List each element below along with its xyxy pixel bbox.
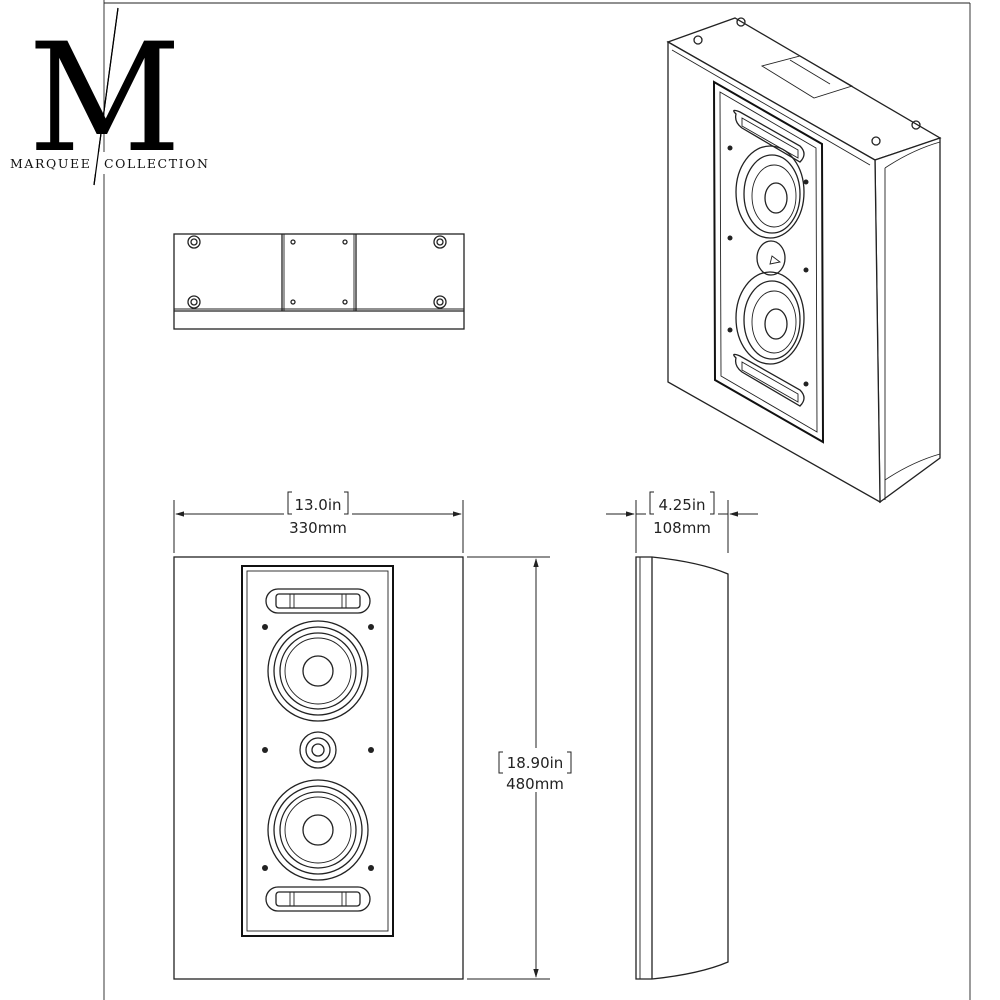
screw-icon <box>262 865 268 871</box>
iso-side-curve-bottom <box>884 453 941 481</box>
iso-front-bevel <box>671 49 871 166</box>
iso-top-detail <box>789 59 831 85</box>
screw-icon <box>727 327 733 333</box>
iso-ribbon-bottom-inner <box>741 361 799 403</box>
screw-icon <box>342 239 348 245</box>
mount-bolt-icon <box>433 295 447 309</box>
dome-tweeter <box>299 731 337 769</box>
screw-icon <box>290 299 296 305</box>
iso-side-curve <box>884 141 941 169</box>
iso-woofer-top <box>735 145 805 239</box>
woofer-top <box>267 620 369 722</box>
width-dimension: 13.0in 330mm <box>173 491 464 553</box>
bracket-right <box>344 491 349 515</box>
height-inches: 18.90in <box>507 754 564 772</box>
iso-woofer-bottom <box>735 271 805 365</box>
bracket-left <box>649 491 654 515</box>
side-view-outline <box>635 556 729 980</box>
screw-icon <box>803 267 809 273</box>
woofer-bottom <box>267 779 369 881</box>
label-backdrop <box>284 502 352 540</box>
front-view-grille <box>241 565 394 937</box>
isometric-view <box>666 17 942 504</box>
iso-grille-panel <box>712 80 825 444</box>
width-mm: 330mm <box>289 519 347 537</box>
bracket-left <box>287 491 292 515</box>
bracket-left <box>498 751 503 774</box>
height-mm: 480mm <box>506 775 564 793</box>
screw-icon <box>871 136 881 146</box>
screw-icon <box>727 145 733 151</box>
label-backdrop <box>496 748 578 792</box>
iso-top-bracket <box>760 55 854 99</box>
top-view-outline <box>173 233 465 330</box>
depth-dimension: 4.25in 108mm <box>606 490 758 553</box>
bracket-right <box>710 491 715 515</box>
screw-icon <box>911 120 921 130</box>
mount-bolt-icon <box>187 295 201 309</box>
depth-inches: 4.25in <box>658 496 705 514</box>
logo-left-word: MARQUEE <box>10 156 91 171</box>
screw-icon <box>727 235 733 241</box>
screw-icon <box>693 35 703 45</box>
width-inches: 13.0in <box>294 496 341 514</box>
iso-ribbon-bottom <box>733 353 805 407</box>
logo-text-backdrop <box>2 152 212 174</box>
logo-slash-front <box>93 7 119 186</box>
screw-icon <box>368 747 374 753</box>
iso-tweeter <box>756 240 786 276</box>
side-view <box>635 556 729 980</box>
screw-icon <box>736 17 746 27</box>
screw-icon <box>262 747 268 753</box>
screw-icon <box>368 865 374 871</box>
ribbon-tweeter-bottom <box>265 886 371 912</box>
screw-icon <box>262 624 268 630</box>
screw-icon <box>803 381 809 387</box>
iso-ribbon-top-inner <box>741 117 799 159</box>
top-view <box>173 233 465 330</box>
screw-icon <box>368 624 374 630</box>
iso-grille-inner <box>719 91 818 433</box>
front-view <box>173 556 464 980</box>
logo-right-word: COLLECTION <box>104 156 210 171</box>
screw-icon <box>803 179 809 185</box>
mount-bolt-icon <box>187 235 201 249</box>
iso-ribbon-top <box>733 109 805 163</box>
brand-logo: M MARQUEE COLLECTION <box>2 7 212 186</box>
label-backdrop <box>646 490 718 538</box>
front-view-enclosure <box>173 556 464 980</box>
top-view-bracket <box>283 233 355 312</box>
depth-mm: 108mm <box>653 519 711 537</box>
screw-icon <box>290 239 296 245</box>
ribbon-tweeter-top <box>265 588 371 614</box>
front-view-grille-inner <box>246 570 389 932</box>
bracket-right <box>567 751 572 774</box>
screw-icon <box>342 299 348 305</box>
mount-bolt-icon <box>433 235 447 249</box>
height-dimension: 18.90in 480mm <box>467 556 578 980</box>
